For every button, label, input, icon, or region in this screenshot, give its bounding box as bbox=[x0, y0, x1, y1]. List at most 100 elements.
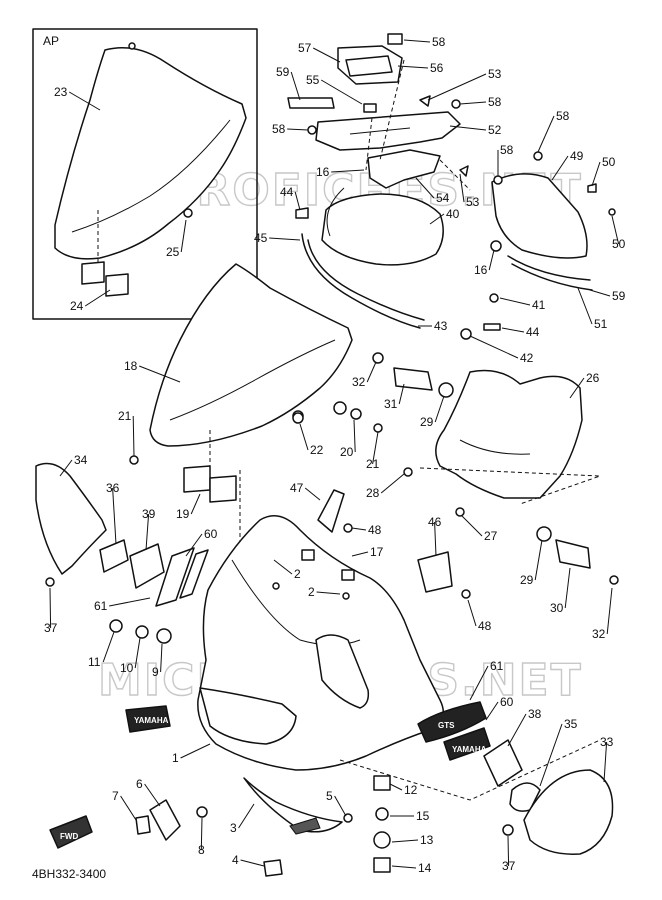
part-27-screw bbox=[455, 507, 465, 517]
leader-line-16 bbox=[488, 249, 495, 271]
callout-21: 21 bbox=[366, 457, 380, 471]
gts-emblem: GTS bbox=[417, 701, 487, 743]
leader-line-56 bbox=[397, 65, 429, 69]
part-26-fairing-stay bbox=[435, 369, 583, 499]
svg-text:YAMAHA: YAMAHA bbox=[452, 745, 487, 754]
leader-line-4 bbox=[240, 859, 265, 867]
leader-line-17 bbox=[351, 551, 369, 557]
callout-36: 36 bbox=[106, 481, 120, 495]
callout-29: 29 bbox=[420, 415, 434, 429]
part-48-screw-a bbox=[343, 523, 353, 533]
part-11-10-9-grommets bbox=[109, 619, 172, 644]
part-3-under-cover bbox=[243, 777, 343, 835]
part-4-clip bbox=[263, 859, 283, 877]
callout-5: 5 bbox=[326, 789, 333, 803]
part-57-56-cover bbox=[337, 45, 403, 85]
leader-line-21 bbox=[132, 415, 135, 457]
part-40-meter-panel bbox=[321, 187, 444, 266]
leader-line-32 bbox=[606, 587, 613, 635]
callout-47: 47 bbox=[290, 481, 304, 495]
part-31-bracket bbox=[393, 367, 433, 391]
leader-line-38 bbox=[507, 713, 527, 747]
leader-line-13 bbox=[391, 839, 419, 843]
leader-line-18 bbox=[139, 365, 181, 383]
callout-32: 32 bbox=[352, 375, 366, 389]
callout-41: 41 bbox=[532, 298, 546, 312]
leader-line-40 bbox=[429, 213, 445, 225]
part-12-15-13-14-stack bbox=[373, 775, 391, 873]
callout-59: 59 bbox=[276, 65, 290, 79]
part-30-bracket-right bbox=[555, 539, 591, 569]
part-52-bracket bbox=[315, 111, 461, 151]
inset-label: AP bbox=[43, 34, 59, 48]
callout-22: 22 bbox=[310, 443, 324, 457]
callout-61: 61 bbox=[94, 599, 108, 613]
part-23-windscreen-tall bbox=[54, 42, 247, 260]
part-48-screw-b bbox=[461, 589, 471, 599]
leader-line-54 bbox=[415, 177, 435, 199]
callout-57: 57 bbox=[298, 41, 312, 55]
diagram-code: 4BH332-3400 bbox=[32, 867, 106, 881]
leader-line-44 bbox=[294, 191, 301, 211]
leader-line-35 bbox=[539, 723, 563, 787]
leader-line-42 bbox=[469, 335, 519, 359]
part-32-bolt bbox=[372, 352, 384, 364]
svg-text:GTS: GTS bbox=[438, 721, 455, 730]
part-18-windscreen bbox=[149, 263, 353, 447]
callout-56: 56 bbox=[430, 61, 444, 75]
callout-25: 25 bbox=[166, 245, 180, 259]
part-60-61-strips-left bbox=[155, 547, 209, 607]
leader-line-19 bbox=[190, 493, 201, 515]
callout-59: 59 bbox=[612, 289, 626, 303]
callout-19: 19 bbox=[176, 507, 190, 521]
leader-line-26 bbox=[569, 377, 585, 399]
callout-51: 51 bbox=[594, 317, 608, 331]
leader-line-61 bbox=[109, 597, 151, 607]
callout-35: 35 bbox=[564, 717, 578, 731]
leader-line-46 bbox=[434, 521, 437, 557]
leader-line-58 bbox=[287, 128, 309, 131]
callout-12: 12 bbox=[404, 783, 418, 797]
callout-16: 16 bbox=[474, 263, 488, 277]
callout-49: 49 bbox=[570, 149, 584, 163]
callout-28: 28 bbox=[366, 486, 380, 500]
callout-53: 53 bbox=[488, 67, 502, 81]
leader-line-32 bbox=[366, 361, 377, 383]
leader-line-53 bbox=[427, 73, 487, 101]
callout-18: 18 bbox=[124, 359, 138, 373]
callout-60: 60 bbox=[204, 527, 218, 541]
part-51-59-strip bbox=[507, 255, 593, 291]
callout-50: 50 bbox=[612, 237, 626, 251]
leader-line-59 bbox=[589, 289, 611, 297]
svg-text:YAMAHA: YAMAHA bbox=[134, 716, 169, 725]
callout-13: 13 bbox=[420, 833, 434, 847]
leader-line-10 bbox=[134, 637, 141, 669]
part-34-side-panel bbox=[35, 462, 107, 575]
callout-9: 9 bbox=[152, 665, 159, 679]
part-49-inner-panel bbox=[491, 173, 588, 259]
callout-33: 33 bbox=[600, 735, 614, 749]
callout-58: 58 bbox=[488, 95, 502, 109]
callout-7: 7 bbox=[112, 789, 119, 803]
part-33-mirror bbox=[523, 769, 614, 855]
callout-39: 39 bbox=[142, 507, 156, 521]
leader-line-9 bbox=[160, 643, 163, 673]
part-59-rubber-strip bbox=[287, 97, 335, 109]
leader-line-58 bbox=[537, 115, 555, 153]
leader-line-31 bbox=[398, 383, 405, 405]
callout-14: 14 bbox=[418, 861, 432, 875]
leader-line-7 bbox=[120, 795, 137, 821]
part-45-43-trim-seal bbox=[301, 233, 425, 329]
leader-line-48 bbox=[351, 527, 367, 531]
leader-line-21 bbox=[372, 431, 379, 465]
callout-53: 53 bbox=[466, 195, 480, 209]
callout-31: 31 bbox=[384, 397, 398, 411]
callout-4: 4 bbox=[232, 853, 239, 867]
callout-20: 20 bbox=[340, 445, 354, 459]
callout-37: 37 bbox=[502, 859, 516, 873]
leader-line-22 bbox=[299, 423, 309, 451]
callout-2: 2 bbox=[294, 567, 301, 581]
leader-line-49 bbox=[551, 155, 569, 181]
leader-line-37 bbox=[49, 587, 52, 629]
